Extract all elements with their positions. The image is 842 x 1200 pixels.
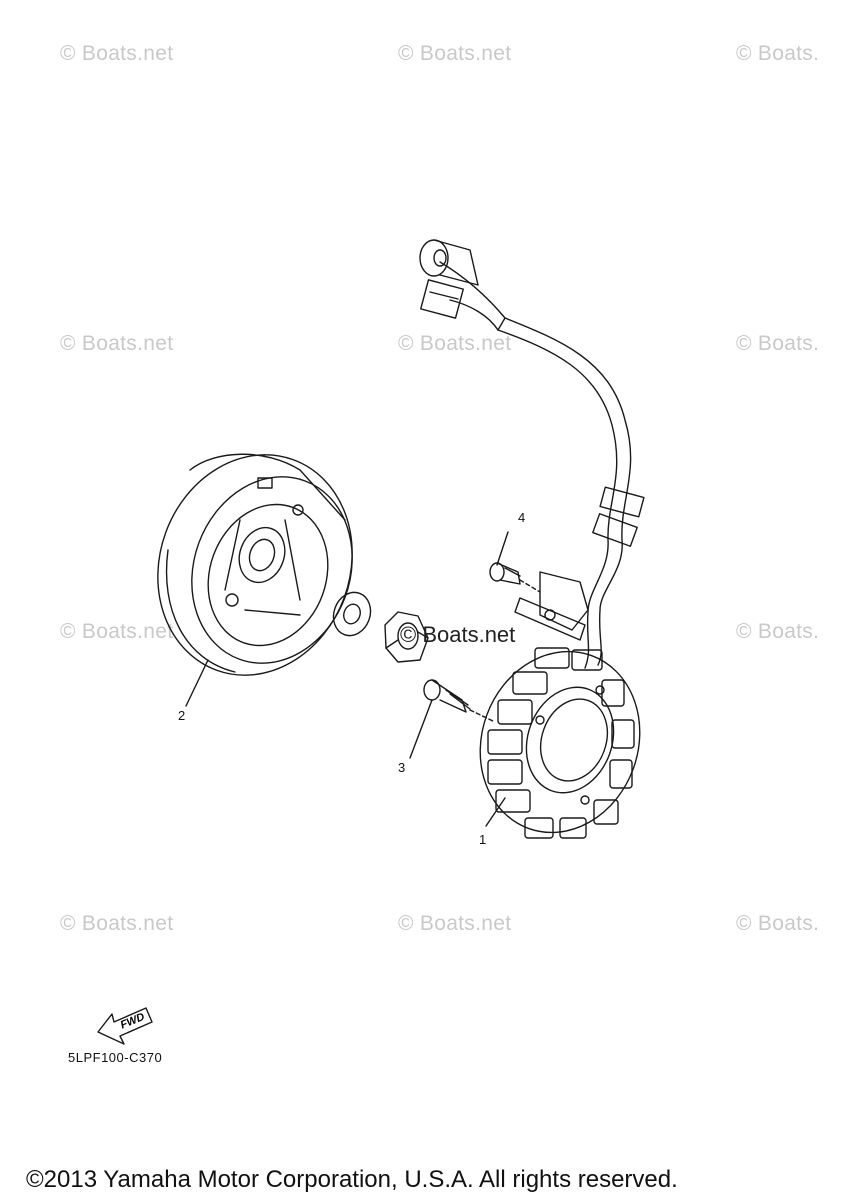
callout-2: 2 <box>178 708 186 723</box>
leader-line-1 <box>485 797 506 827</box>
callout-1: 1 <box>479 832 487 847</box>
center-watermark: © Boats.net <box>400 622 516 647</box>
watermark: © Boats. <box>736 42 820 65</box>
watermark: © Boats.net <box>398 42 512 65</box>
watermark: © Boats. <box>736 620 820 643</box>
leader-line-3 <box>409 699 433 759</box>
screw <box>489 562 521 585</box>
watermark: © Boats.net <box>60 912 174 935</box>
watermark: © Boats. <box>736 912 820 935</box>
callout-3: 3 <box>398 760 406 775</box>
stator <box>479 647 641 839</box>
leader-line-2 <box>185 659 209 707</box>
bolt <box>423 679 471 713</box>
watermark: © Boats.net <box>60 620 174 643</box>
watermark: © Boats.net <box>398 912 512 935</box>
connectors <box>419 239 479 319</box>
fwd-arrow-icon: FWD <box>97 1007 153 1045</box>
flywheel-rotor <box>157 453 353 676</box>
washer <box>332 591 372 637</box>
copyright-notice: ©2013 Yamaha Motor Corporation, U.S.A. A… <box>26 1166 678 1193</box>
callout-4: 4 <box>518 510 526 525</box>
pickup-coil <box>514 571 589 641</box>
watermark: © Boats.net <box>398 332 512 355</box>
watermark: © Boats. <box>736 332 820 355</box>
diagram-code: 5LPF100-C370 <box>68 1050 163 1065</box>
leader-line-4 <box>496 531 509 566</box>
watermark: © Boats.net <box>60 332 174 355</box>
wire-harness <box>439 261 645 669</box>
nut <box>384 611 429 663</box>
watermark: © Boats.net <box>60 42 174 65</box>
parts-diagram: FWD <box>97 239 645 1045</box>
